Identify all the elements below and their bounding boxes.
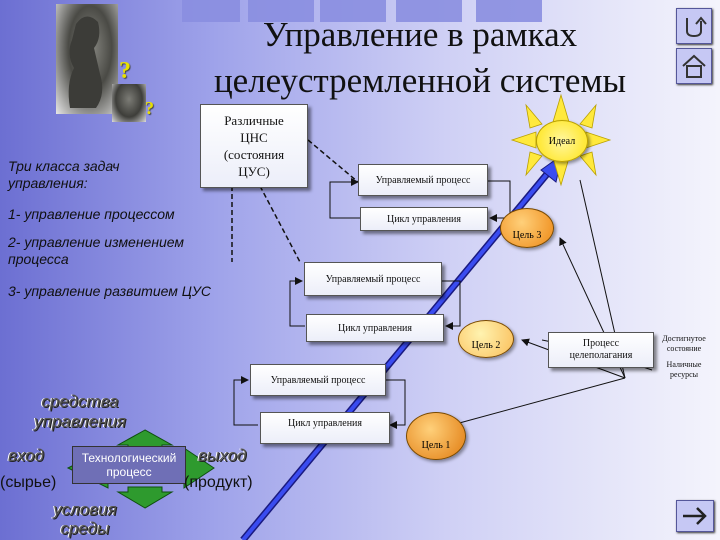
product-label: (продукт) [184,474,253,491]
goal-3-label: Цель 3 [512,230,542,241]
tech-process-label: Технологический процесс [81,451,177,479]
control-cycle-2-label: Цикл управления [337,322,413,334]
title-line-2: целеустремленной системы [213,61,627,100]
goal-setting-box: Процесс целеполагания [548,332,654,368]
header-decor-2 [248,0,314,22]
right-arrow-icon [683,507,707,525]
managed-process-3-label: Управляемый процесс [375,174,471,186]
cns-box: Различные ЦНС (состояния ЦУС) [200,104,308,188]
means-label: средства управления [33,392,126,431]
cns-text: Различные ЦНС (состояния ЦУС) [223,113,285,179]
goal-2-label: Цель 2 [471,340,501,351]
task-3: 3- управление развитием ЦУС [8,283,211,299]
ideal-label: Идеал [548,135,576,147]
raw-label: (сырье) [0,474,57,491]
return-button[interactable] [676,8,712,44]
goal-1: Цель 1 [406,412,466,460]
control-cycle-2: Цикл управления [306,314,444,342]
home-icon [682,54,706,78]
question-mark-2: ? [145,98,154,118]
output-label: выход [198,446,247,465]
control-cycle-3: Цикл управления [360,207,488,231]
conditions-label: условия среды [53,500,117,538]
home-button[interactable] [676,48,712,84]
control-cycle-3-label: Цикл управления [386,213,462,225]
task-2: 2- управление изменением процесса [8,234,185,267]
return-arrow-icon [686,16,707,38]
goal-2: Цель 2 [458,320,514,358]
header-decor-1 [182,0,240,22]
achieved-state-label: Достигнутое состояние [662,334,706,353]
header-decor-3 [320,0,386,22]
thinker-small-image [112,84,146,122]
header-decor-4 [396,0,462,22]
managed-process-3: Управляемый процесс [358,164,488,196]
thinker-image [56,4,118,114]
ideal-circle: Идеал [536,120,588,162]
page-title: Управление в рамках целеустремленной сис… [170,12,670,104]
managed-process-2: Управляемый процесс [304,262,442,296]
title-line-1: Управление в рамках [262,15,578,54]
goal-3: Цель 3 [500,208,554,248]
goal-setting-label: Процесс целеполагания [569,338,633,361]
managed-process-2-label: Управляемый процесс [325,273,421,285]
tech-process-box: Технологический процесс [72,446,186,484]
next-button[interactable] [676,500,714,532]
available-resources-label: Наличные ресурсы [666,360,702,379]
managed-process-1: Управляемый процесс [250,364,386,396]
managed-process-1-label: Управляемый процесс [270,374,366,386]
goal-1-label: Цель 1 [421,440,451,451]
task-1: 1- управление процессом [8,206,175,222]
header-decor-5 [476,0,542,22]
control-cycle-1-label: Цикл управления [287,418,363,429]
input-label: вход [8,446,45,465]
ideal-sun [510,93,612,187]
control-cycle-1: Цикл управления [260,412,390,444]
question-mark-1: ? [119,58,131,84]
tasks-heading: Три класса задач управления: [8,158,120,191]
